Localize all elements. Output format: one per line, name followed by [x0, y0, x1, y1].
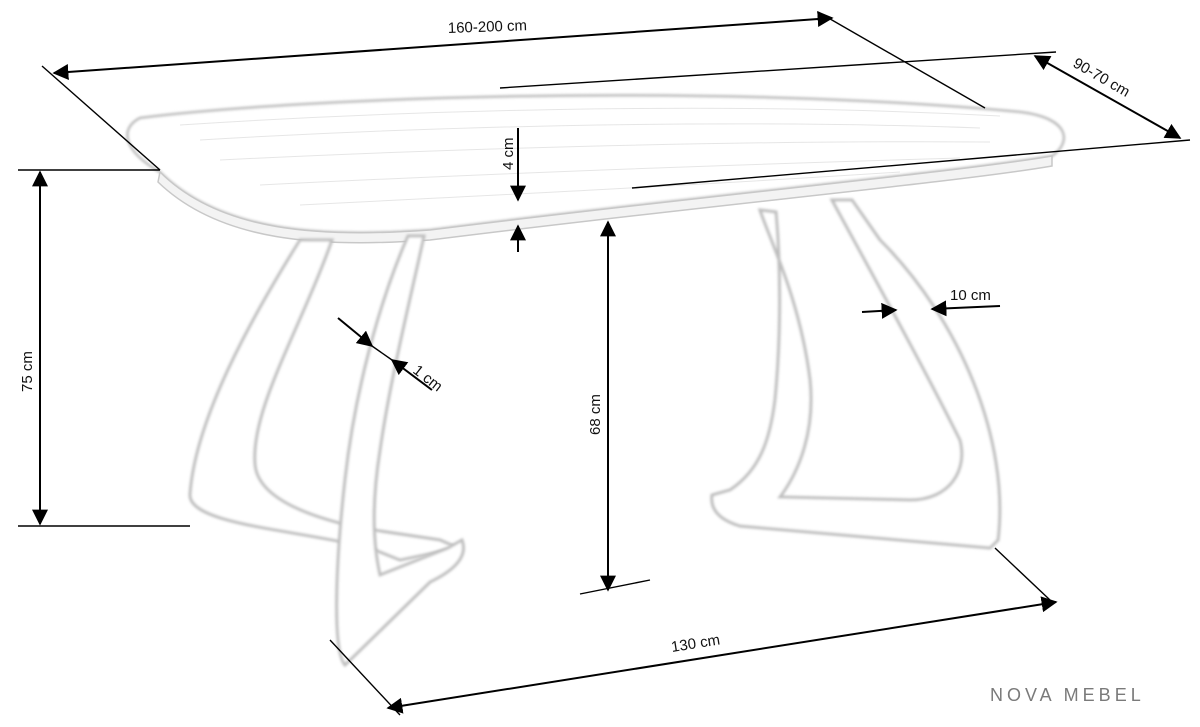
- label-top-thickness: 4 cm: [500, 137, 517, 170]
- label-height: 75 cm: [19, 351, 36, 392]
- label-leg-thickness-b: 10 cm: [950, 287, 991, 304]
- left-leg: [188, 234, 465, 668]
- right-leg: [710, 198, 1002, 550]
- label-leg-thickness-a: 1 cm: [410, 362, 446, 395]
- label-base-length: 130 cm: [670, 631, 721, 655]
- table-top: [126, 94, 1066, 244]
- label-length: 160-200 cm: [448, 17, 528, 37]
- label-clearance: 68 cm: [587, 394, 604, 435]
- dimension-lines: [18, 11, 1191, 716]
- brand-watermark: NOVA MEBEL: [990, 685, 1145, 705]
